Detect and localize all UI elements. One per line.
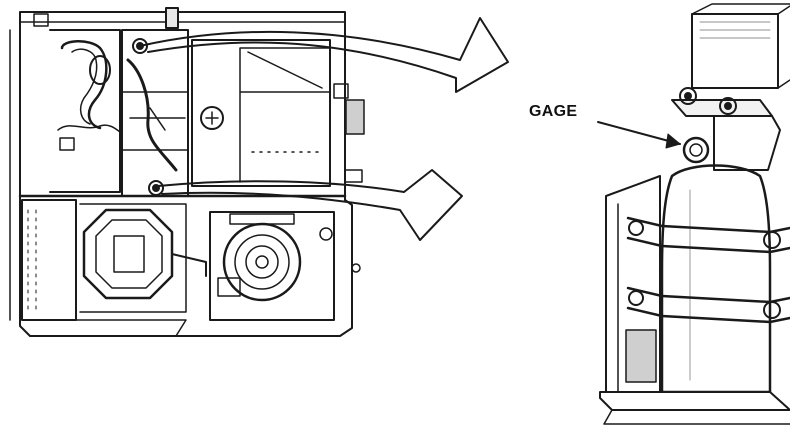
right-upper-box-rail [239, 47, 331, 183]
valve-box-top [691, 3, 790, 15]
bolt-right [719, 97, 737, 115]
strap-lower [626, 286, 790, 304]
arrow-lower-head [399, 169, 463, 241]
bracket-pad [625, 329, 657, 383]
arrow-lower-shaft-bottom [161, 191, 401, 211]
lower-housing [79, 203, 187, 313]
pressure-gage [682, 136, 710, 164]
fan-ring-inner [245, 245, 279, 279]
pressure-gage-face [689, 143, 703, 157]
strap-clamp-left-lower [628, 290, 644, 306]
cylinder-base [599, 391, 790, 411]
arrow-lower-shaft-top [157, 180, 405, 193]
arrow-lower [157, 169, 463, 241]
corner-bolt-2 [351, 263, 361, 273]
bolt-left-core [684, 92, 692, 100]
arrow-upper [139, 17, 509, 93]
bolt-left [679, 87, 697, 105]
strap-clamp-right-upper [763, 231, 781, 249]
round-latch-slot [205, 111, 219, 125]
equipment-top-view [9, 7, 365, 337]
right-upper-box [191, 39, 331, 187]
right-upper-box-diag [247, 51, 323, 89]
small-panel [59, 137, 75, 151]
left-tray-hatch [27, 209, 37, 313]
side-fitting [333, 83, 349, 99]
gage-leader-arrowhead [665, 133, 681, 149]
corner-bolt [319, 227, 333, 241]
cable-run [57, 124, 121, 133]
round-latch [200, 106, 224, 130]
mount-plate [671, 99, 773, 117]
harness-bundle [126, 58, 178, 172]
octagon-core [113, 235, 145, 273]
duct-elbow-outer [60, 40, 108, 130]
terminal-strip [345, 99, 365, 135]
gage-leader-line [597, 121, 681, 145]
upper-fitting [132, 38, 148, 54]
strap-upper [626, 216, 790, 234]
harness-cross [129, 107, 186, 131]
strap-upper-lower-edge [626, 236, 790, 254]
upper-compartment [49, 29, 121, 193]
fan-ring-mid [234, 234, 290, 290]
top-clip [165, 7, 179, 29]
cylinder-body [660, 164, 772, 394]
duct-collar [89, 55, 111, 85]
arrow-upper-shaft-top [139, 30, 461, 61]
strap-clamp-left-upper [628, 220, 644, 236]
valve-neck [713, 115, 781, 171]
octagon-inner [95, 219, 163, 289]
center-column [121, 29, 189, 197]
valve-box-side [777, 5, 790, 89]
small-box [217, 277, 241, 297]
side-bracket [345, 169, 363, 183]
arrow-upper-head [455, 17, 509, 93]
lower-housing-foot [59, 319, 187, 337]
fan-top-mount [229, 213, 295, 225]
strap-lower-lower-edge [626, 306, 790, 324]
arrow-upper-shaft-bottom [147, 41, 457, 79]
octagon-arm [171, 253, 207, 277]
extinguisher-cylinder-detail [599, 3, 790, 425]
valve-box-shade [699, 21, 771, 39]
gage-label: GAGE [529, 103, 578, 120]
bolt-right-core [724, 102, 732, 110]
octagon-housing [82, 208, 174, 300]
frame-outline [19, 11, 353, 337]
fan-enclosure [209, 211, 335, 321]
corner-block-left [33, 13, 49, 27]
base-bevel [603, 409, 790, 425]
valve-box-front [691, 13, 779, 89]
strap-clamp-right-lower [763, 301, 781, 319]
left-tray [21, 199, 77, 321]
fan-hub [255, 255, 269, 269]
